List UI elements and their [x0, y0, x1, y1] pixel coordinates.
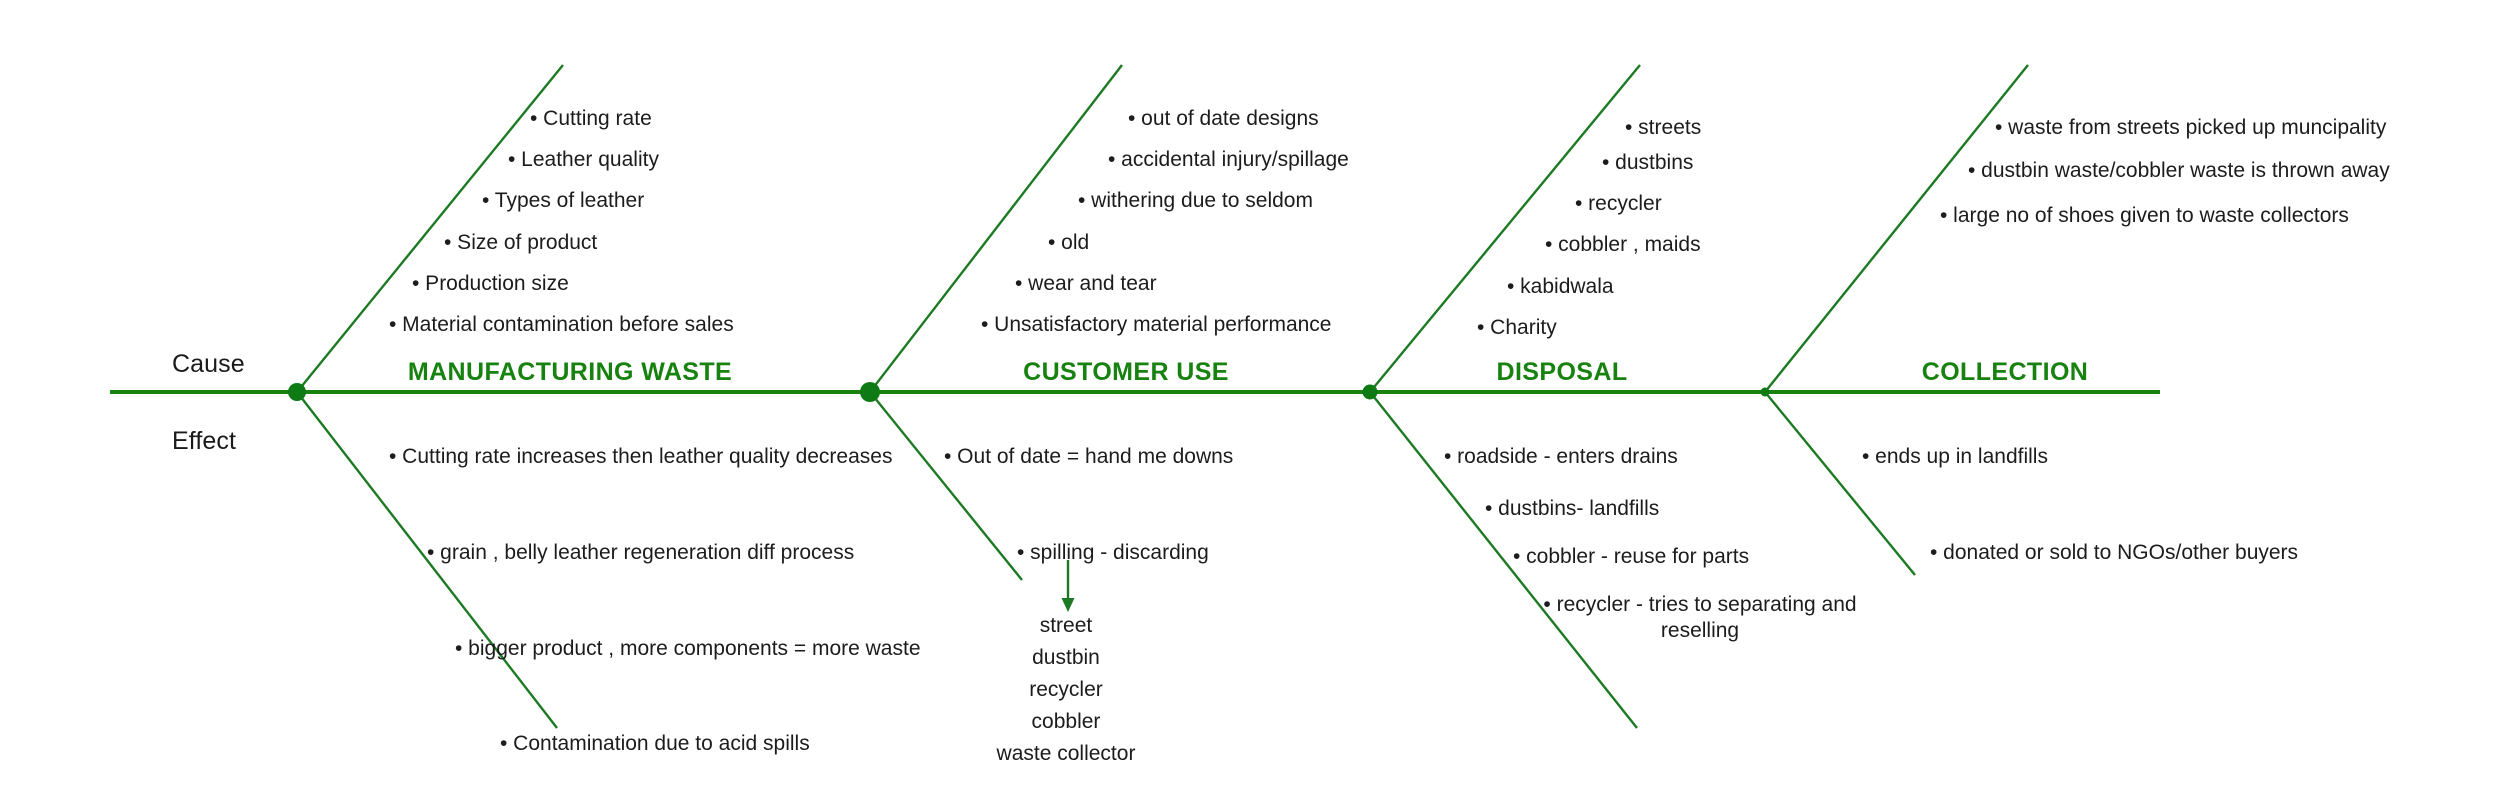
effect-item: • ends up in landfills	[1862, 445, 2048, 468]
sublist-item: waste collector	[996, 741, 1136, 765]
effect-item: • bigger product , more components = mor…	[455, 637, 921, 660]
cause-item: • Material contamination before sales	[389, 313, 734, 336]
bone-lower-collection	[1764, 391, 1916, 576]
cause-item: • waste from streets picked up muncipali…	[1995, 116, 2387, 139]
bone-upper-manufacturing-waste	[296, 64, 564, 393]
customer-use-sublist: street dustbin recycler cobbler waste co…	[997, 610, 1136, 770]
bone-upper-disposal	[1369, 64, 1641, 393]
effect-item: • dustbins- landfills	[1485, 497, 1660, 520]
category-title-disposal: DISPOSAL	[1496, 358, 1628, 386]
cause-item: • dustbin waste/cobbler waste is thrown …	[1968, 159, 2390, 182]
cause-item: • streets	[1625, 116, 1702, 139]
effect-item: • recycler - tries to separating and res…	[1543, 593, 1857, 643]
cause-item: • Unsatisfactory material performance	[981, 313, 1332, 336]
cause-item: • Production size	[412, 272, 569, 295]
effect-item: • grain , belly leather regeneration dif…	[427, 541, 855, 564]
node-disposal	[1362, 384, 1378, 400]
effect-item: • spilling - discarding	[1017, 541, 1209, 564]
category-title-manufacturing-waste: MANUFACTURING WASTE	[407, 358, 733, 386]
effect-item: • cobbler - reuse for parts	[1513, 545, 1750, 568]
down-arrow-icon	[1061, 560, 1075, 612]
cause-item: • kabidwala	[1507, 275, 1614, 298]
node-collection	[1760, 387, 1770, 397]
cause-item: • old	[1048, 231, 1090, 254]
node-customer-use	[860, 382, 880, 402]
effect-item: • donated or sold to NGOs/other buyers	[1930, 541, 2299, 564]
effect-axis-label: Effect	[172, 427, 237, 455]
category-title-customer-use: CUSTOMER USE	[1023, 358, 1229, 386]
bone-lower-customer-use	[869, 391, 1023, 581]
category-title-collection: COLLECTION	[1921, 358, 2089, 386]
sublist-item: dustbin	[1032, 645, 1100, 669]
cause-item: • large no of shoes given to waste colle…	[1940, 204, 2349, 227]
cause-item: • cobbler , maids	[1545, 233, 1701, 256]
sublist-item: recycler	[1029, 677, 1103, 701]
cause-item: • Charity	[1477, 316, 1557, 339]
node-manufacturing-waste	[288, 383, 306, 401]
cause-item: • wear and tear	[1015, 272, 1157, 295]
effect-item: • Cutting rate increases then leather qu…	[389, 445, 893, 468]
sublist-item: cobbler	[1031, 709, 1101, 733]
sublist-item: street	[1039, 614, 1093, 637]
cause-item: • Size of product	[444, 231, 598, 254]
effect-item: • Out of date = hand me downs	[944, 445, 1234, 468]
cause-axis-label: Cause	[172, 350, 245, 378]
cause-item: • recycler	[1575, 192, 1662, 215]
cause-item: • Types of leather	[482, 189, 645, 212]
effect-item: • roadside - enters drains	[1444, 445, 1678, 468]
cause-item: • accidental injury/spillage	[1108, 148, 1349, 171]
effect-item: • Contamination due to acid spills	[500, 732, 810, 755]
cause-item: • Leather quality	[508, 148, 659, 171]
cause-item: • withering due to seldom	[1078, 189, 1313, 212]
cause-item: • dustbins	[1602, 151, 1694, 174]
cause-item: • Cutting rate	[530, 107, 652, 130]
bone-upper-customer-use	[869, 64, 1123, 393]
cause-item: • out of date designs	[1128, 107, 1319, 130]
